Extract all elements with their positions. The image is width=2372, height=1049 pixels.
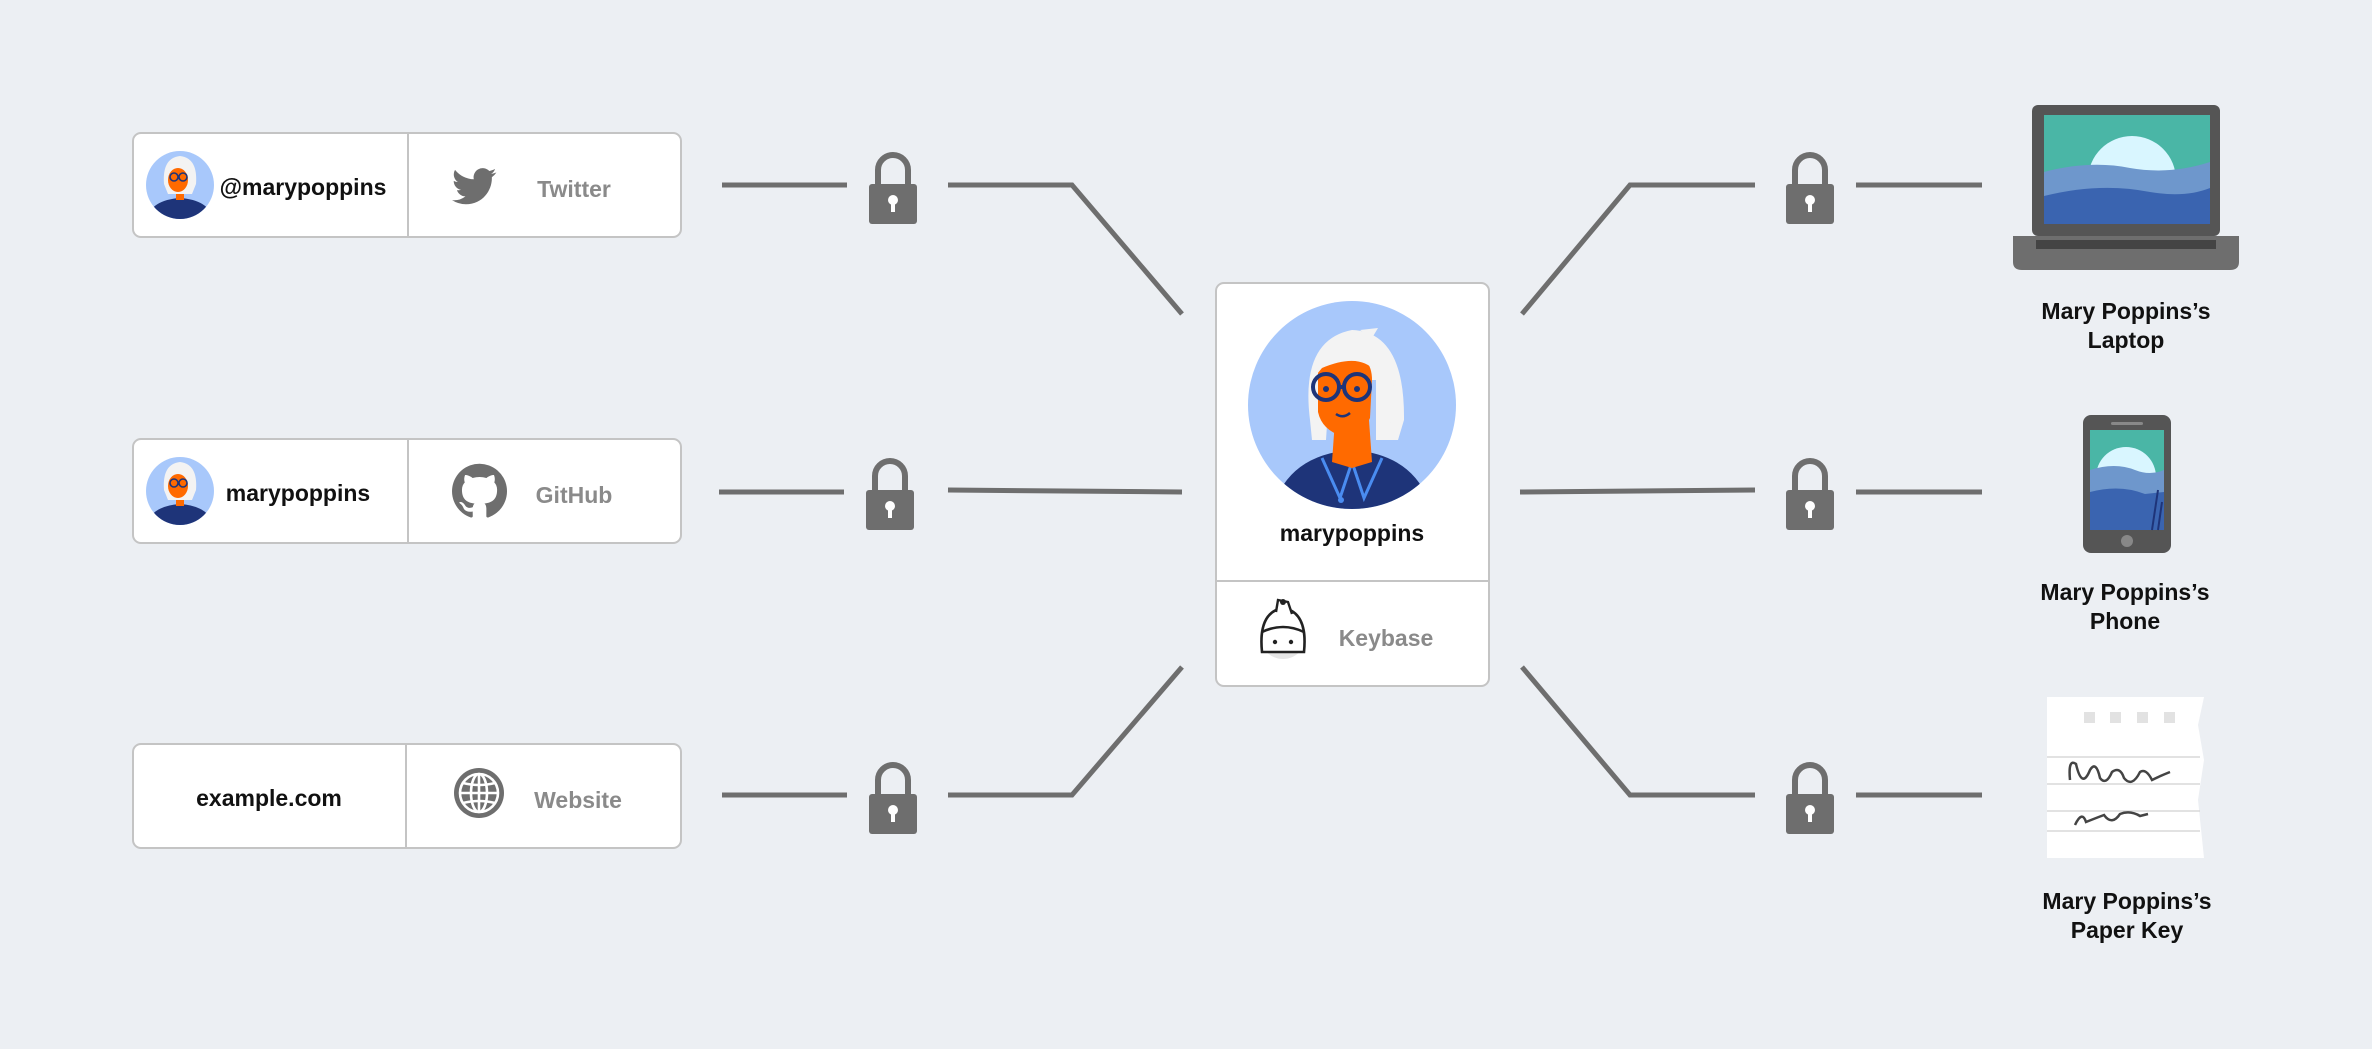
device-label-line1: Mary Poppins’s bbox=[2042, 888, 2211, 914]
service-label: Website bbox=[534, 787, 622, 813]
service-label: GitHub bbox=[536, 482, 613, 508]
phone-icon bbox=[2083, 415, 2171, 553]
device-label-line1: Mary Poppins’s bbox=[2041, 298, 2210, 324]
lock-icon bbox=[869, 765, 917, 834]
connector-github bbox=[719, 487, 1183, 495]
avatar bbox=[146, 151, 214, 219]
device-label-line1: Mary Poppins’s bbox=[2040, 579, 2209, 605]
device-label-line2: Phone bbox=[2090, 608, 2160, 634]
identity-card-twitter[interactable]: @marypoppins Twitter bbox=[132, 132, 682, 238]
identity-handle: @marypoppins bbox=[220, 174, 387, 200]
connector-paper-key bbox=[1520, 665, 1982, 798]
service-label: Twitter bbox=[537, 176, 611, 202]
device-laptop: Mary Poppins’s Laptop bbox=[2013, 105, 2239, 353]
device-phone: Mary Poppins’s Phone bbox=[2040, 415, 2210, 634]
twitter-bird-icon bbox=[452, 168, 497, 205]
keybase-profile-card[interactable]: marypoppins Keybase bbox=[1215, 282, 1490, 687]
lock-icon bbox=[869, 155, 917, 224]
lock-icon bbox=[1786, 765, 1834, 834]
lock-icon bbox=[1786, 461, 1834, 530]
connector-laptop bbox=[1520, 182, 1982, 316]
connectors bbox=[719, 182, 1982, 798]
profile-username: marypoppins bbox=[1280, 520, 1424, 546]
profile-avatar bbox=[1248, 301, 1456, 509]
connector-website bbox=[722, 665, 1184, 798]
github-octocat-icon bbox=[452, 463, 508, 518]
connector-phone bbox=[1519, 487, 1982, 495]
device-label-line2: Laptop bbox=[2088, 327, 2165, 353]
globe-icon bbox=[454, 768, 504, 818]
lock-icon bbox=[1786, 155, 1834, 224]
keybase-icon bbox=[1260, 598, 1306, 659]
service-label: Keybase bbox=[1339, 625, 1434, 651]
identity-handle: marypoppins bbox=[226, 480, 370, 506]
device-label-line2: Paper Key bbox=[2071, 917, 2184, 943]
device-paper-key: Mary Poppins’s Paper Key bbox=[2042, 697, 2212, 943]
connector-twitter bbox=[722, 182, 1184, 316]
avatar bbox=[146, 457, 214, 525]
lock-icon bbox=[866, 461, 914, 530]
laptop-icon bbox=[2013, 105, 2239, 270]
identity-card-github[interactable]: marypoppins GitHub bbox=[132, 438, 682, 544]
paper-key-icon bbox=[2047, 697, 2204, 858]
identity-card-website[interactable]: example.com Website bbox=[132, 743, 682, 849]
identity-handle: example.com bbox=[196, 785, 342, 811]
